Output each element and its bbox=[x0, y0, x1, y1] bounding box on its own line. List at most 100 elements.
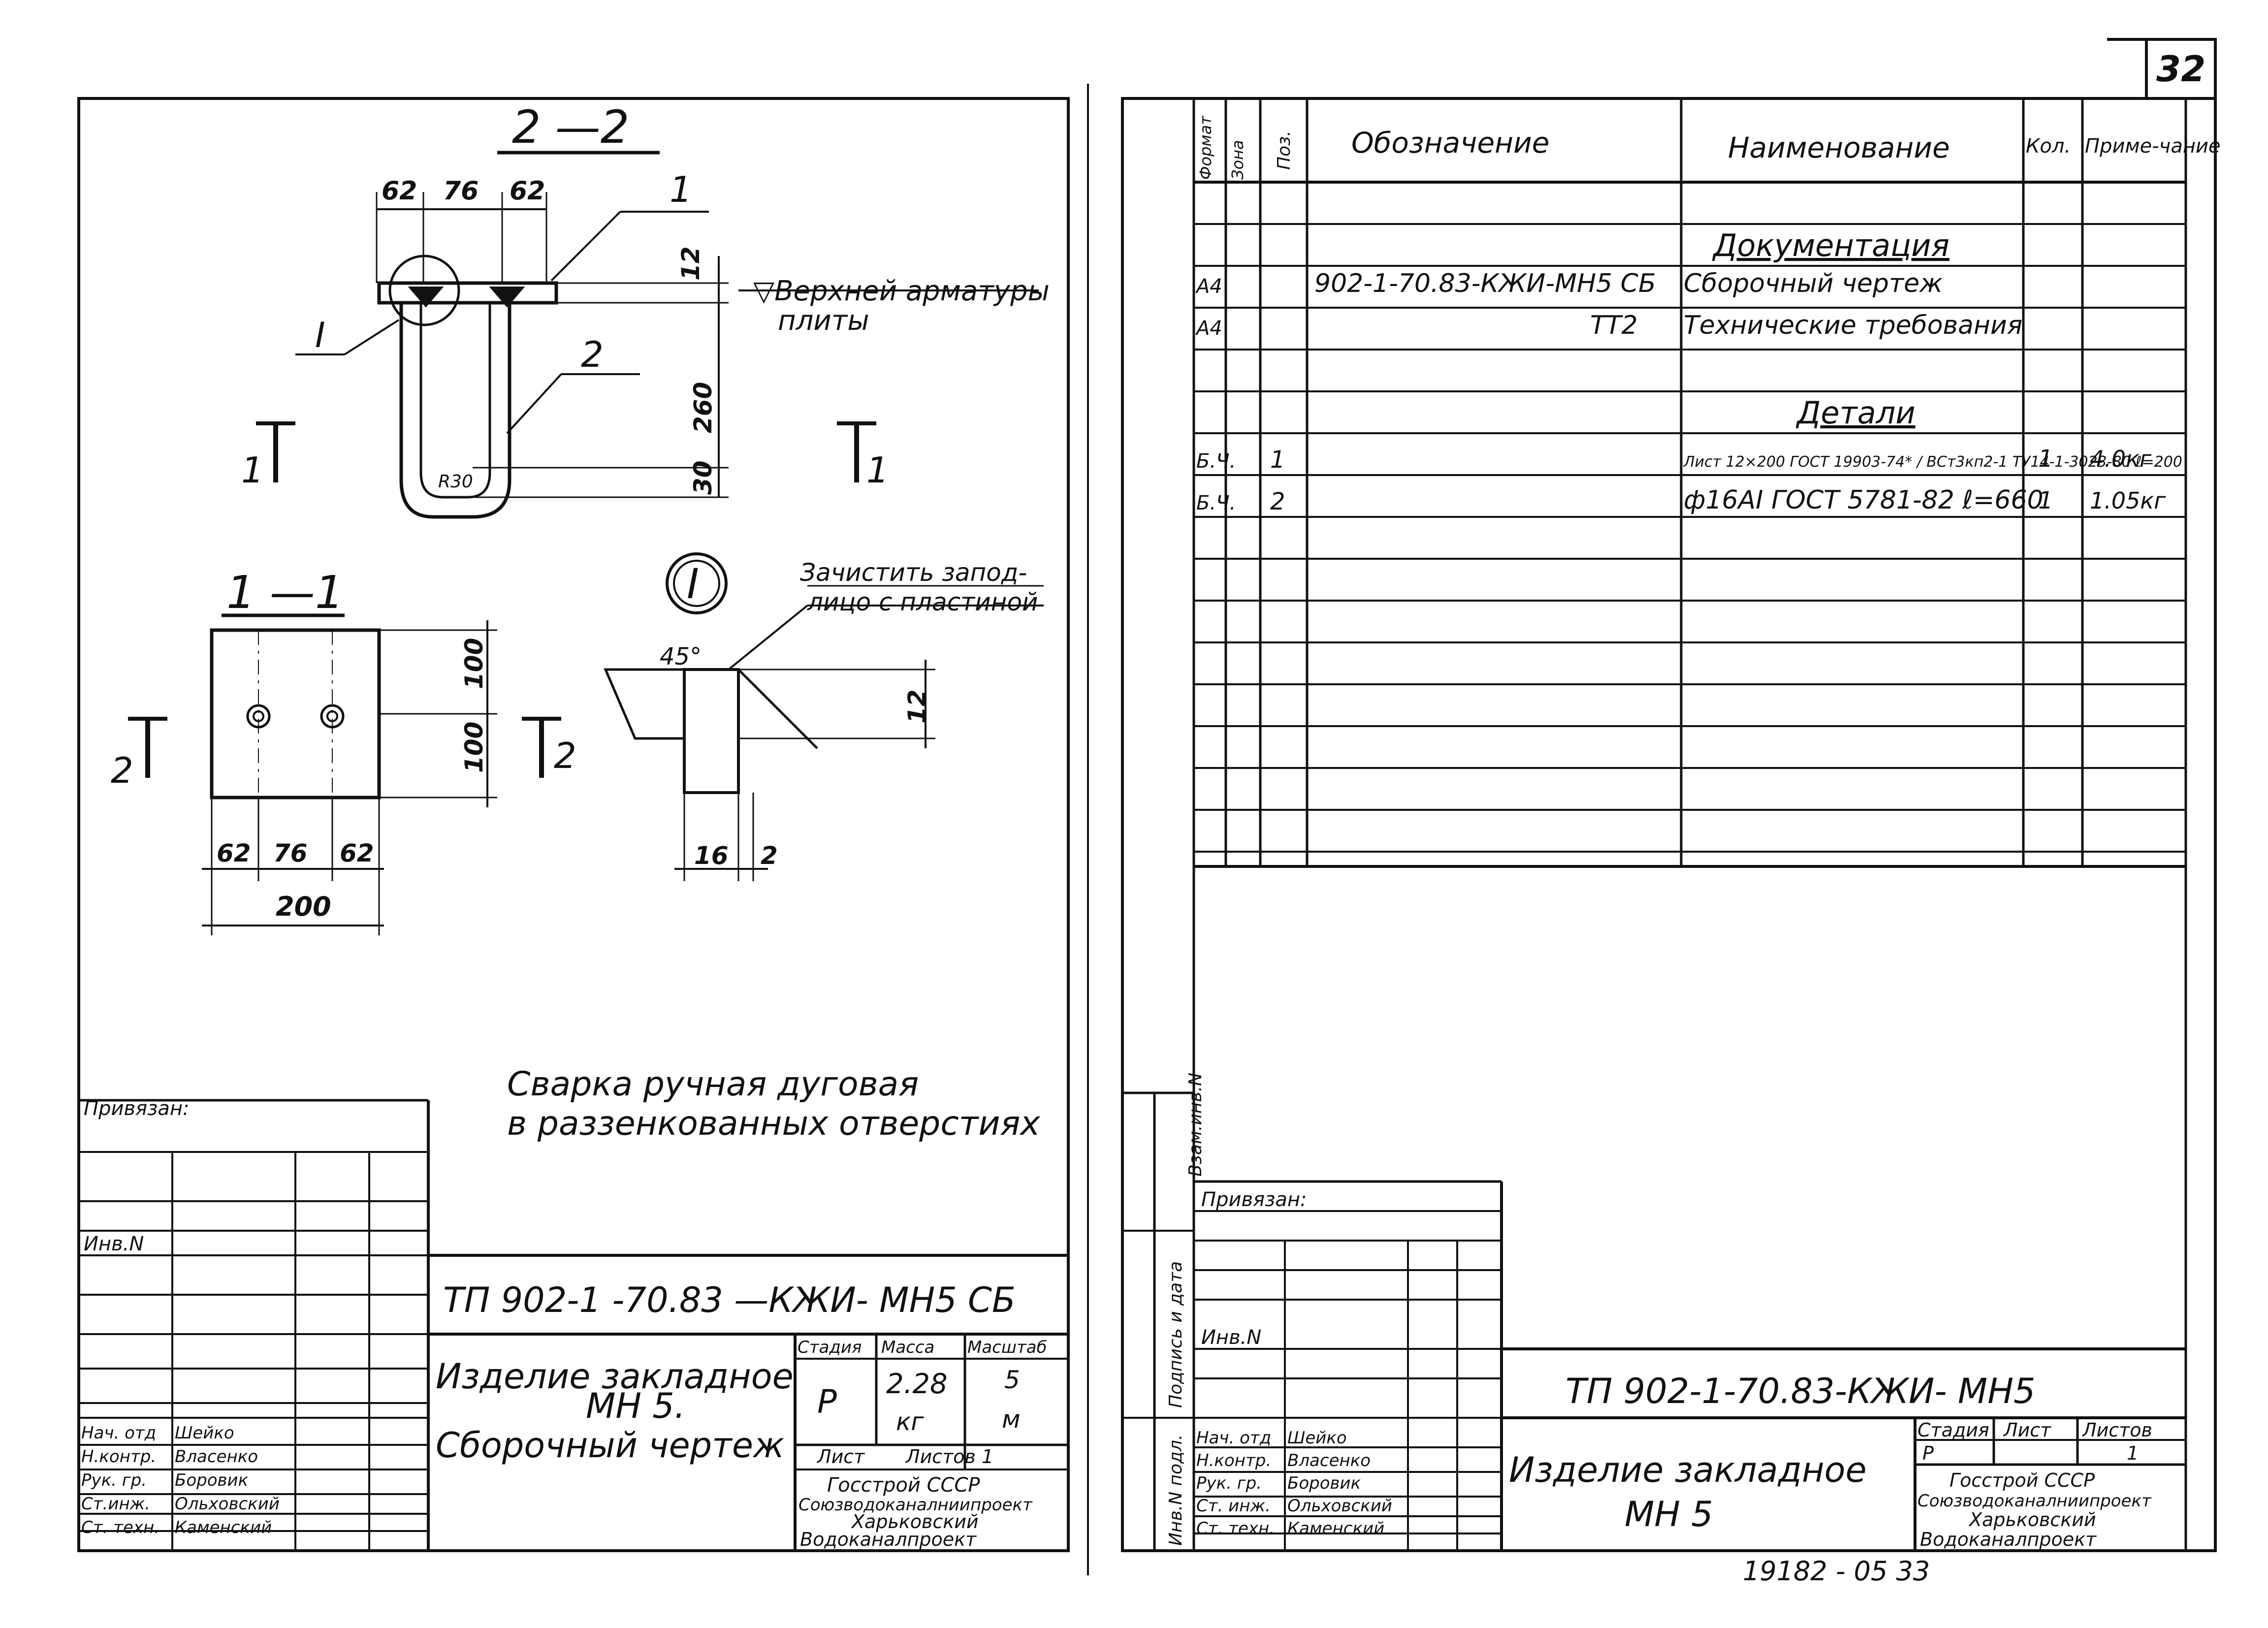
spec-cell-name: Лист 12×200 ГОСТ 19903-74* / ВСт3кп2-1 Т… bbox=[1683, 453, 2182, 471]
right-hdr-stage: Стадия bbox=[1917, 1419, 1989, 1441]
right-stage: Р bbox=[1922, 1442, 1934, 1464]
dim-100b: 100 bbox=[460, 722, 488, 773]
role-name: Шейко bbox=[175, 1423, 234, 1443]
plan-dim-62b: 62 bbox=[340, 839, 374, 867]
plan-dim-200: 200 bbox=[276, 891, 331, 922]
spec-cell-note: 1.05кг bbox=[2090, 487, 2166, 514]
node-note-2: лицо с пластиной bbox=[807, 588, 1038, 616]
role-name: Шейко bbox=[1287, 1428, 1347, 1448]
node-angle: 45° bbox=[660, 643, 702, 670]
left-hdr-mass: Масса bbox=[881, 1338, 934, 1357]
right-hdr-sheet: Лист bbox=[2003, 1419, 2052, 1441]
spec-cell-format: Б.Ч. bbox=[1196, 450, 1236, 473]
role-label: Н.контр. bbox=[81, 1447, 156, 1467]
spec-cell-pos: 1 bbox=[1270, 446, 1285, 474]
node-note-1: Зачистить запод- bbox=[800, 558, 1027, 587]
spec-rows-text: А4 902-1-70.83-КЖИ-МН5 СБ Сборочный чертеж… bbox=[1195, 269, 2182, 515]
side-label-2: Подпись и дата bbox=[1166, 1261, 1186, 1408]
spec-cell-format: Б.Ч. bbox=[1196, 492, 1236, 514]
left-privyazan: Привязан: bbox=[84, 1097, 190, 1120]
spec-cell-designation: 902-1-70.83-КЖИ-МН5 СБ bbox=[1314, 269, 1656, 298]
dim-62a: 62 bbox=[382, 176, 417, 206]
right-org-2: Союзводоканалниипроект bbox=[1917, 1491, 2152, 1511]
spec-table-row-lines bbox=[1194, 223, 2186, 853]
left-mass-2: кг bbox=[896, 1407, 924, 1436]
section-2-2-drawing bbox=[256, 151, 1039, 519]
left-hdr-stage: Стадия bbox=[798, 1338, 862, 1357]
section-parts: Детали bbox=[1795, 395, 1916, 431]
spec-cell-name: Сборочный чертеж bbox=[1684, 269, 1943, 298]
left-org-2: Союзводоканалниипроект bbox=[799, 1495, 1033, 1515]
spec-cell-qty: 1 bbox=[2038, 445, 2053, 473]
right-title-block bbox=[1194, 866, 2187, 1551]
col-zone: Зона bbox=[1228, 140, 1247, 180]
cut-2-right: 2 bbox=[554, 735, 576, 776]
spec-cell-format: А4 bbox=[1195, 317, 1222, 340]
role-label: Рук. гр. bbox=[81, 1470, 147, 1490]
dim-12: 12 bbox=[676, 246, 705, 281]
weld-note-1: Сварка ручная дуговая bbox=[507, 1065, 919, 1104]
side-label-1: Взам.инв.N bbox=[1185, 1073, 1206, 1177]
left-title-name-3: Сборочный чертеж bbox=[436, 1425, 784, 1466]
role-label: Н.контр. bbox=[1196, 1451, 1271, 1470]
right-title-code: ТП 902-1-70.83-КЖИ- МН5 bbox=[1565, 1371, 2036, 1411]
side-stamp bbox=[1122, 866, 1195, 1551]
left-sheet-frame bbox=[77, 97, 1070, 1552]
role-name: Каменский bbox=[1287, 1519, 1384, 1538]
dim-100a: 100 bbox=[460, 638, 488, 689]
right-sheets: 1 bbox=[2127, 1442, 2139, 1464]
role-name: Ольховский bbox=[1287, 1496, 1392, 1516]
role-label: Нач. отд bbox=[1196, 1428, 1271, 1448]
left-scale-2: м bbox=[1002, 1405, 1021, 1434]
role-label: Ст. инж. bbox=[1196, 1496, 1271, 1516]
role-name: Власенко bbox=[175, 1447, 258, 1467]
plan-dim-76: 76 bbox=[273, 839, 308, 867]
spec-cell-pos: 2 bbox=[1270, 488, 1285, 515]
spec-cell-name: Технические требования bbox=[1684, 311, 2022, 340]
section-2-2-title: 2 —2 bbox=[512, 101, 629, 154]
node-dim-16: 16 bbox=[694, 841, 729, 870]
section-docs: Документация bbox=[1712, 227, 1949, 263]
cut-1-right: 1 bbox=[866, 449, 889, 491]
col-pos: Поз. bbox=[1274, 130, 1294, 170]
left-sheet-text: 2 —2 62 76 62 1 2 I ▽Верхней арматуры пл… bbox=[84, 101, 1050, 1550]
role-label: Нач. отд bbox=[81, 1423, 156, 1443]
left-sheet-lbl: Лист bbox=[816, 1446, 865, 1468]
spec-table-grid bbox=[1192, 98, 2187, 868]
left-inv-no: Инв.N bbox=[84, 1233, 144, 1255]
col-qty: Кол. bbox=[2026, 135, 2071, 158]
spec-cell-qty: 1 bbox=[2038, 487, 2053, 514]
sheet-number: 32 bbox=[2156, 48, 2205, 90]
left-org-1: Госстрой СССР bbox=[827, 1474, 980, 1497]
role-name: Власенко bbox=[1287, 1451, 1371, 1470]
role-name: Ольховский bbox=[175, 1494, 280, 1514]
top-rebar-label-2: плиты bbox=[778, 305, 869, 337]
left-title-block bbox=[79, 1099, 1068, 1551]
node-I-drawing bbox=[604, 552, 1044, 881]
col-name: Наименование bbox=[1728, 131, 1950, 164]
left-title-name-2: МН 5. bbox=[586, 1386, 685, 1426]
node-dim-2: 2 bbox=[761, 841, 778, 870]
node-I-title: I bbox=[687, 560, 699, 608]
section-1-1-drawing bbox=[128, 613, 561, 935]
dim-76: 76 bbox=[443, 176, 479, 206]
left-org-4: Водоканалпроект bbox=[800, 1529, 977, 1550]
left-scale-1: 5 bbox=[1004, 1366, 1020, 1394]
right-title-name-2: МН 5 bbox=[1625, 1494, 1713, 1534]
spec-cell-designation: ТТ2 bbox=[1590, 311, 1638, 340]
node-I-ref: I bbox=[315, 315, 325, 355]
pos-2-label: 2 bbox=[581, 334, 604, 375]
weld-note-2: в раззенкованных отверстиях bbox=[507, 1104, 1040, 1143]
role-label: Ст. техн. bbox=[81, 1518, 160, 1537]
right-sheet-text: 32 Формат Зона Поз. Обозначение Наименов… bbox=[1166, 48, 2221, 1587]
right-inv-no: Инв.N bbox=[1201, 1326, 1261, 1349]
left-mass-1: 2.28 bbox=[886, 1368, 948, 1400]
dim-260: 260 bbox=[689, 382, 717, 433]
right-org-3: Харьковский bbox=[1968, 1509, 2096, 1531]
role-name: Боровик bbox=[175, 1470, 249, 1490]
role-label: Ст. техн. bbox=[1196, 1519, 1275, 1538]
node-dim-12: 12 bbox=[903, 689, 931, 724]
